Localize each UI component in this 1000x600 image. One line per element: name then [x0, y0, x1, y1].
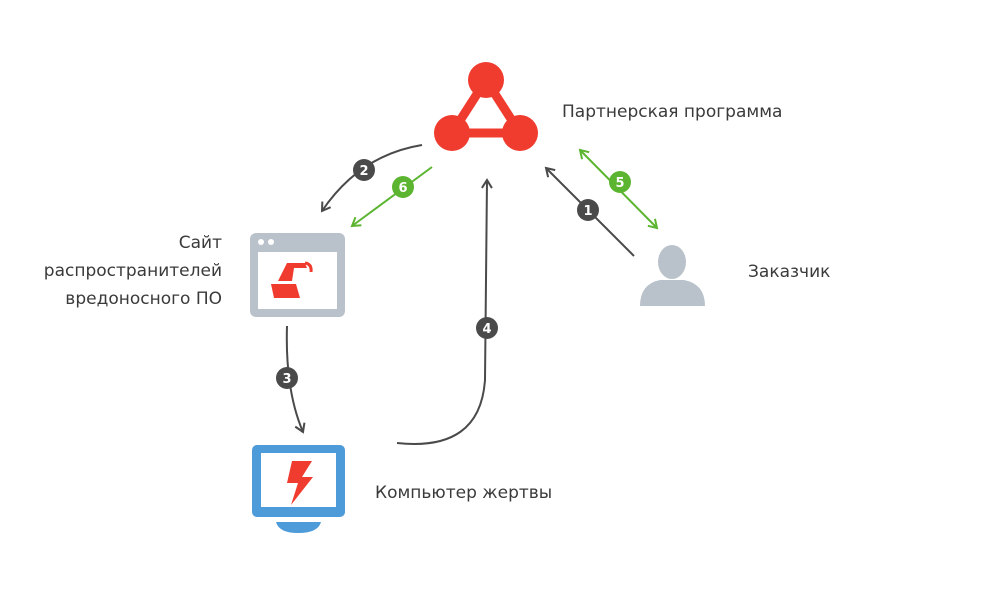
step-badge-4: 4 — [476, 317, 498, 339]
malware-site-label: Сайт распространителей вредоносного ПО — [44, 229, 222, 313]
svg-text:4: 4 — [482, 322, 491, 337]
svg-text:2: 2 — [359, 164, 368, 179]
customer-person-icon — [640, 245, 705, 306]
step-badge-6: 6 — [392, 176, 414, 198]
affiliate-program-label: Партнерская программа — [562, 102, 783, 122]
svg-text:1: 1 — [583, 204, 592, 219]
malware-site-label-line: Сайт — [178, 233, 222, 253]
arrow-step-6 — [350, 166, 433, 228]
affiliate-network-icon — [434, 62, 538, 151]
svg-text:6: 6 — [398, 181, 407, 196]
svg-text:5: 5 — [615, 176, 624, 191]
victim-computer-monitor-icon — [252, 445, 345, 533]
customer-label: Заказчик — [748, 262, 831, 282]
svg-text:3: 3 — [282, 372, 291, 387]
malware-site-label-line: вредоносного ПО — [65, 289, 222, 309]
lightning-icon — [287, 461, 313, 505]
step-badge-1: 1 — [577, 199, 599, 221]
malware-scroll-icon — [271, 261, 313, 298]
step-badge-5: 5 — [609, 171, 631, 193]
step-badge-2: 2 — [353, 159, 375, 181]
malware-site-label-line: распространителей — [43, 261, 222, 281]
victim-computer-label: Компьютер жертвы — [375, 483, 553, 503]
malware-site-browser-icon — [250, 233, 345, 317]
arrow-step-4 — [396, 178, 493, 445]
step-badge-3: 3 — [276, 367, 298, 389]
